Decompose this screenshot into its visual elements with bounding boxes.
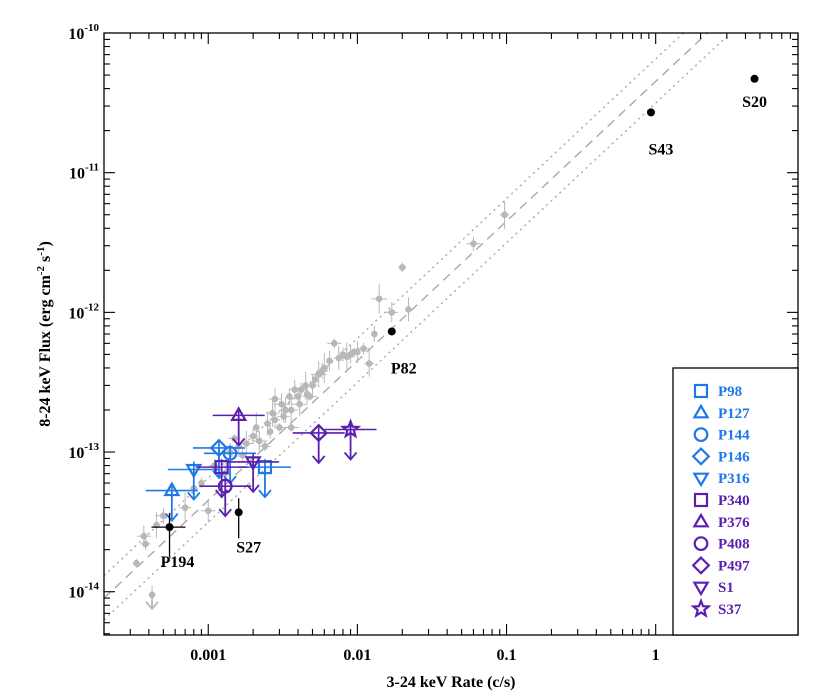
legend-item-s1: S1 (692, 580, 734, 597)
background-point (371, 283, 388, 314)
legend-label: P340 (718, 493, 750, 509)
y-tick-label: 10-13 (68, 441, 99, 462)
legend-item-p408: P408 (693, 536, 750, 553)
y-axis-label: 8-24 keV Flux (erg cm-2 s-1) (35, 241, 54, 427)
background-point (284, 394, 299, 425)
point-label-p194: P194 (161, 554, 195, 571)
legend-item-p144: P144 (693, 427, 750, 444)
background-point (140, 537, 151, 550)
labeled-point-s27: S27 (234, 498, 261, 556)
legend-label: P376 (718, 515, 750, 531)
background-point (265, 399, 280, 428)
labeled-point-s43: S43 (646, 108, 674, 158)
background-point (266, 424, 274, 439)
point-label-p82: P82 (391, 360, 417, 377)
legend-item-p316: P316 (692, 471, 750, 488)
background-point (273, 393, 290, 416)
y-tick-label: 10-11 (69, 162, 99, 183)
background-point (385, 302, 398, 323)
x-axis-label: 3-24 keV Rate (c/s) (386, 674, 515, 691)
background-point (251, 430, 268, 451)
source-p98 (238, 459, 291, 499)
legend-label: S1 (718, 580, 734, 596)
background-point (499, 200, 510, 229)
labeled-point-p82: P82 (387, 327, 417, 377)
x-tick-label: 0.01 (343, 647, 371, 664)
labeled-point-p194: P194 (151, 513, 195, 571)
source-s1 (227, 453, 280, 494)
background-point (302, 392, 317, 401)
source-s37 (324, 418, 377, 461)
labeled-point-s20: S20 (742, 74, 767, 111)
y-tick-label: 10-12 (68, 301, 99, 322)
legend-item-p98: P98 (693, 383, 742, 400)
source-p376 (212, 406, 265, 447)
background-point (333, 346, 344, 371)
upper-bound-line (104, 33, 685, 577)
legend-label: P497 (718, 558, 750, 574)
background-point (289, 379, 300, 400)
background-point (228, 434, 241, 443)
source-p497 (292, 423, 345, 465)
background-point (354, 341, 361, 364)
background-point (133, 559, 140, 568)
background-point (269, 410, 280, 429)
legend-item-s37: S37 (690, 597, 742, 619)
legend-item-p376: P376 (692, 512, 750, 531)
source-p127 (145, 481, 198, 522)
lower-bound-line (104, 33, 732, 621)
y-tick-label: 10-10 (68, 22, 99, 43)
background-point (356, 342, 371, 355)
legend-label: S37 (718, 602, 742, 618)
x-tick-label: 0.1 (497, 647, 517, 664)
source-p316 (167, 461, 220, 501)
background-point (179, 492, 192, 523)
background-point (466, 236, 481, 251)
legend-label: P316 (718, 471, 750, 487)
background-point (371, 326, 378, 342)
legend-item-p340: P340 (693, 492, 750, 509)
legend-label: P98 (718, 384, 742, 400)
point-label-s27: S27 (236, 539, 261, 556)
background-point (291, 392, 308, 417)
background-point (268, 387, 281, 410)
legend-item-p497: P497 (691, 556, 750, 575)
background-point (320, 352, 329, 383)
source-p408 (199, 478, 252, 518)
background-point (258, 441, 271, 452)
background-point (239, 430, 254, 457)
background-point (253, 412, 260, 443)
legend-item-p146: P146 (691, 447, 750, 466)
background-point (405, 297, 412, 322)
legend-label: P408 (718, 537, 750, 553)
background-point (283, 423, 300, 432)
background-point (364, 350, 375, 377)
legend-item-p127: P127 (692, 403, 750, 422)
background-point (327, 338, 342, 349)
point-label-s20: S20 (742, 94, 767, 111)
background-point (326, 350, 333, 371)
legend-label: P127 (718, 406, 750, 422)
legend-box (672, 367, 799, 636)
background-point (294, 391, 302, 402)
x-tick-label: 0.001 (190, 647, 226, 664)
legend-label: P146 (718, 449, 750, 465)
background-point (398, 262, 407, 273)
background-point (276, 423, 283, 432)
background-upper-limit-arrow (145, 594, 159, 611)
background-point (311, 373, 319, 386)
y-tick-label: 10-14 (68, 581, 99, 602)
background-point (201, 498, 216, 523)
x-tick-label: 1 (652, 647, 660, 664)
legend-label: P144 (718, 428, 750, 444)
background-point (239, 449, 246, 462)
point-label-s43: S43 (649, 141, 674, 158)
